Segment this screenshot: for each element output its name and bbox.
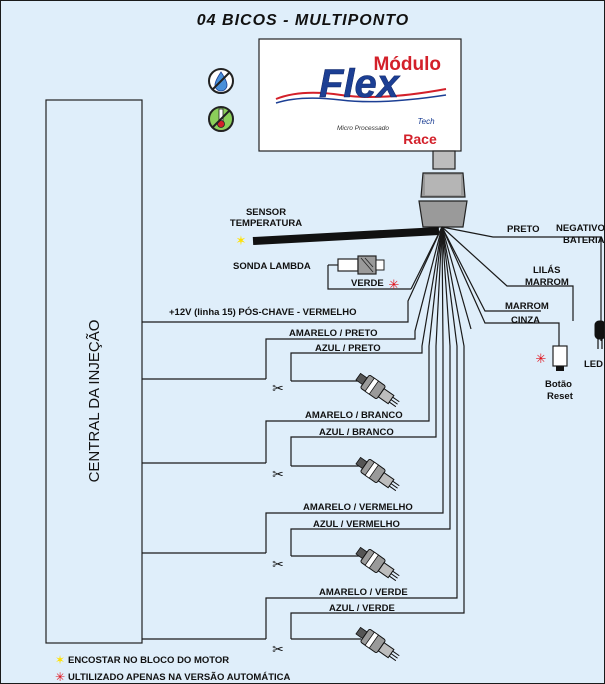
sensor-cable <box>252 227 440 245</box>
botao-label: Botão <box>545 379 572 390</box>
maker-top: Tech <box>417 117 435 126</box>
maker-main: Race <box>403 131 437 147</box>
injector-2: AMARELO / BRANCO AZUL / BRANCO ✂ <box>142 410 403 492</box>
yellow-star-sensor-icon: ✶ <box>236 234 247 249</box>
injector-1-wire-a: AMARELO / PRETO <box>289 328 378 339</box>
injector-2-wire-a: AMARELO / BRANCO <box>305 410 403 421</box>
reset-button-component <box>552 345 568 371</box>
reset-label: Reset <box>547 391 574 402</box>
wire-fan <box>142 226 602 639</box>
marrom-led-label: MARROM <box>525 277 569 288</box>
central-label: CENTRAL DA INJEÇÃO <box>86 320 103 483</box>
cinza-label: CINZA <box>511 315 540 326</box>
red-star-reset-icon: ✳ <box>536 352 547 367</box>
yellow-star-legend-icon: ✶ <box>55 653 65 667</box>
injector-4: AMARELO / VERDE AZUL / VERDE ✂ <box>142 587 408 662</box>
preto-label: PRETO <box>507 224 540 235</box>
red-star-verde-icon: ✳ <box>389 278 400 293</box>
lilas-label: LILÁS <box>533 265 560 276</box>
central-injecao-box <box>45 99 143 644</box>
legend-yellow-note: ENCOSTAR NO BLOCO DO MOTOR <box>68 655 229 666</box>
legend-red-note: ULTILIZADO APENAS NA VERSÃO AUTOMÁTICA <box>68 672 291 683</box>
led-component <box>594 320 604 349</box>
injector-3-wire-b: AZUL / VERMELHO <box>313 519 400 530</box>
water-drop-icon <box>208 68 234 94</box>
svg-text:✶: ✶ <box>236 234 247 249</box>
led-label: LED <box>584 359 603 370</box>
injector-4-wire-b: AZUL / VERDE <box>329 603 395 614</box>
injector-3-wire-a: AMARELO / VERMELHO <box>303 502 413 513</box>
injector-2-wire-b: AZUL / BRANCO <box>319 427 394 438</box>
verde-wire <box>327 265 411 290</box>
verde-label: VERDE <box>351 278 384 289</box>
injector-4-wire-a: AMARELO / VERDE <box>319 587 408 598</box>
marrom-reset-label: MARROM <box>505 301 549 312</box>
scissors-icon: ✂ <box>272 467 284 483</box>
red-star-legend-icon: ✳ <box>55 670 65 684</box>
module-subtitle: Micro Processado <box>337 125 389 132</box>
injector-1-wire-b: AZUL / PRETO <box>315 343 381 354</box>
negativo-label: NEGATIVO <box>556 223 605 234</box>
lambda-sensor <box>328 255 385 275</box>
legend: ✶ ENCOSTAR NO BLOCO DO MOTOR ✳ ULTILIZAD… <box>55 653 291 684</box>
scissors-icon: ✂ <box>272 642 284 658</box>
bateria-label: BATERIA <box>563 235 605 246</box>
module-brand-top: Módulo <box>373 54 441 75</box>
sonda-label: SONDA LAMBDA <box>233 261 311 272</box>
sensor-label-1: SENSOR <box>246 207 286 218</box>
harness-connector <box>418 150 468 228</box>
injector-1: AMARELO / PRETO AZUL / PRETO ✂ <box>142 328 400 408</box>
diagram-title: 04 BICOS - MULTIPONTO <box>197 12 409 29</box>
sensor-label-2: TEMPERATURA <box>230 218 302 229</box>
thermometer-icon <box>208 106 234 132</box>
module-flex-box: Módulo Flex Micro Processado Tech Race <box>258 38 462 152</box>
scissors-icon: ✂ <box>272 557 284 573</box>
injector-3: AMARELO / VERMELHO AZUL / VERMELHO ✂ <box>142 502 413 582</box>
module-brand-main: Flex <box>319 62 401 106</box>
power-label: +12V (linha 15) PÓS-CHAVE - VERMELHO <box>169 306 357 318</box>
scissors-icon: ✂ <box>272 381 284 397</box>
